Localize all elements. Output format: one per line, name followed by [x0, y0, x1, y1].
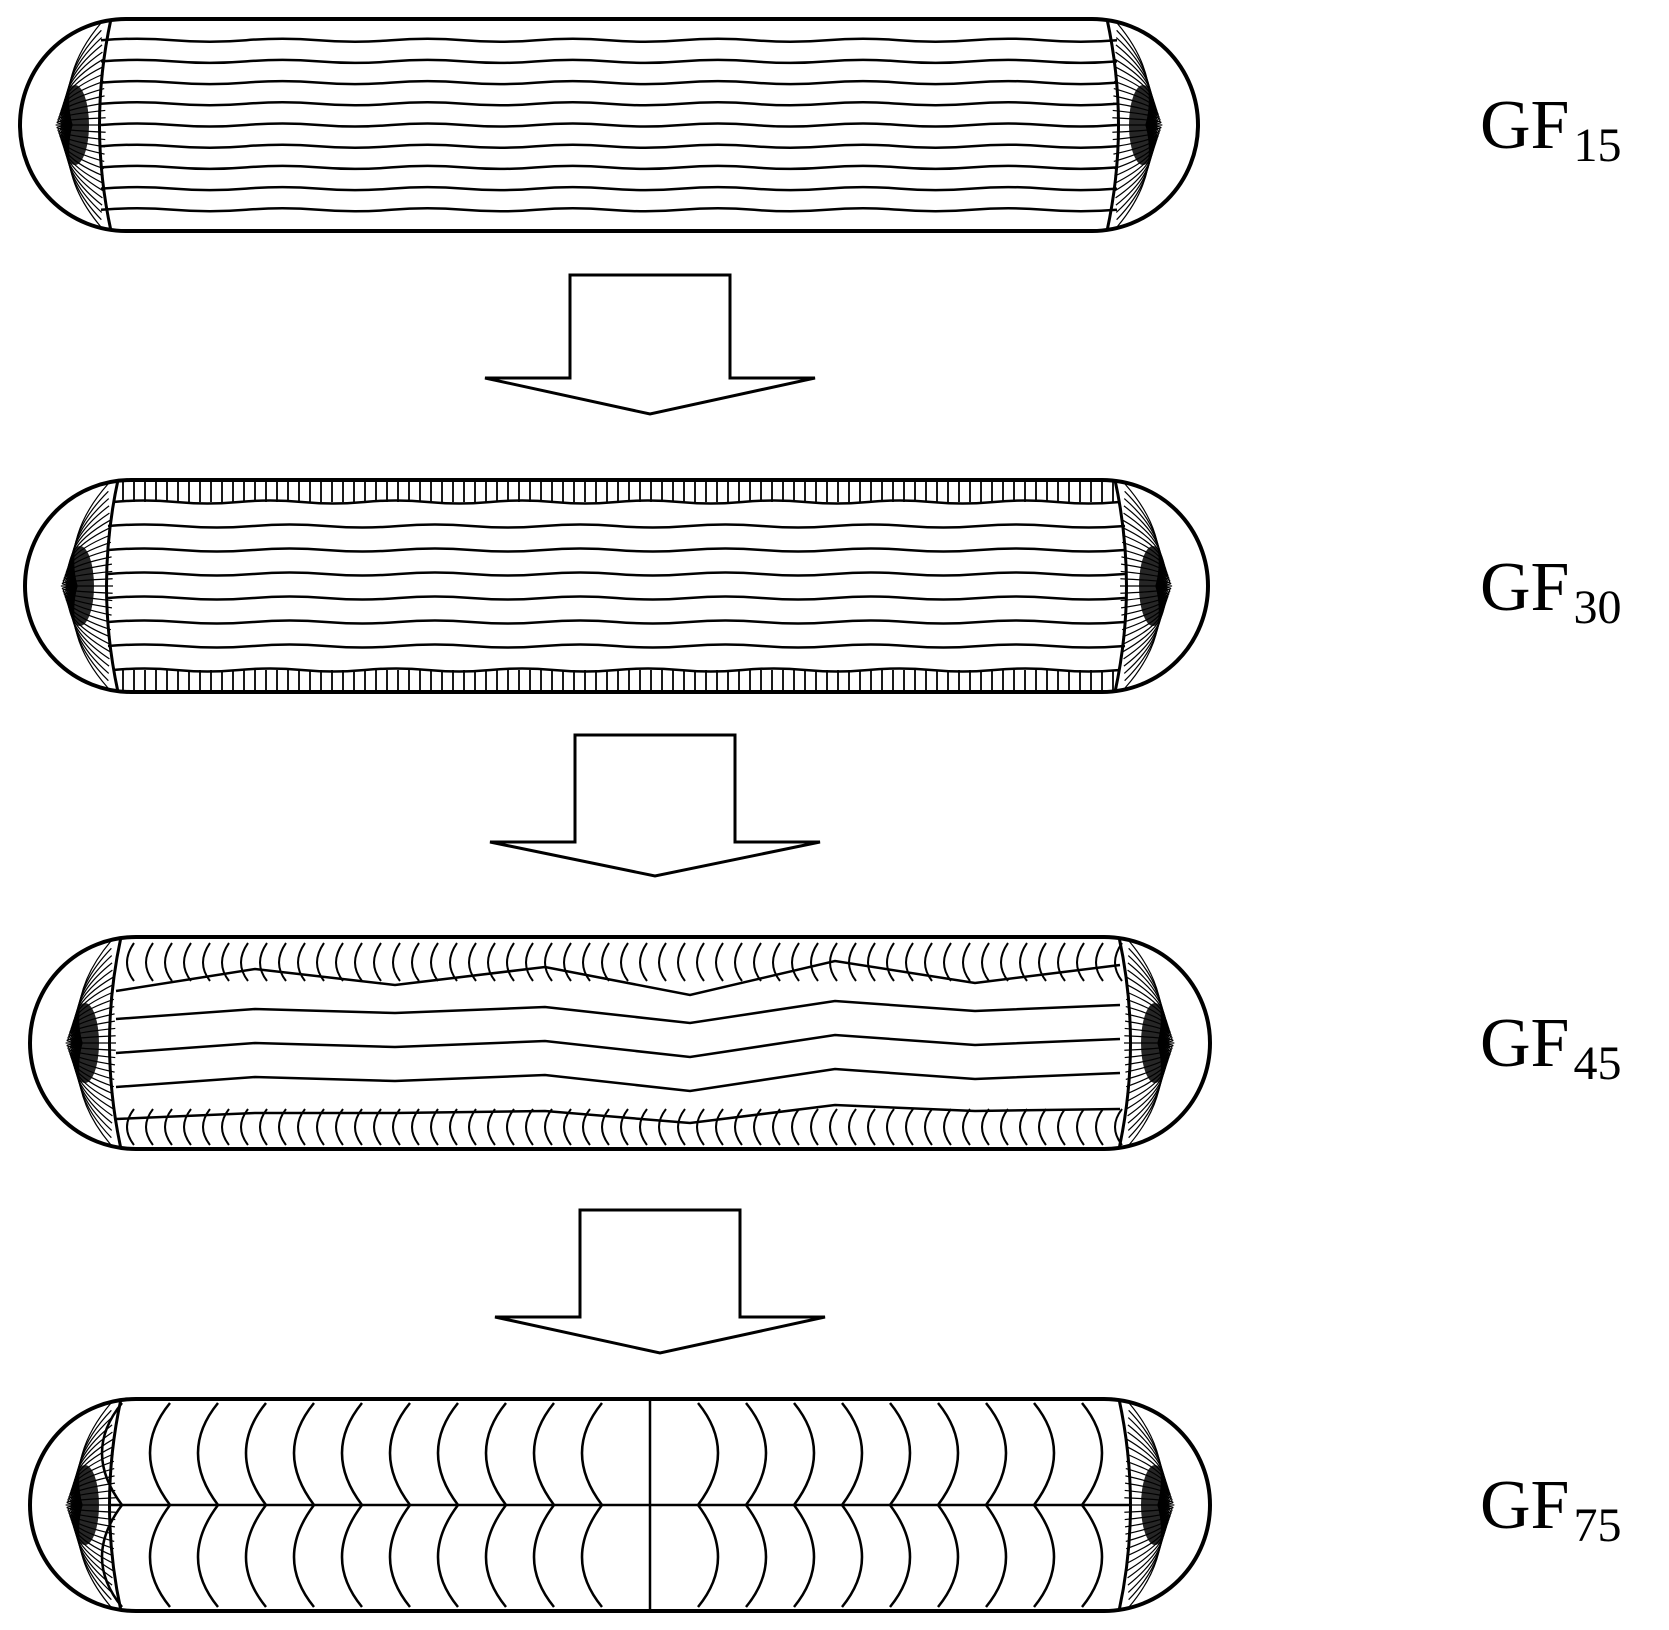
rods-layer — [18, 17, 1212, 1613]
arrows-layer — [484, 273, 826, 1355]
stage-label-2: GF30 — [1480, 549, 1622, 635]
stage-label-3: GF45 — [1480, 1005, 1622, 1091]
stage-label-4: GF75 — [1480, 1467, 1622, 1553]
rod-gf15 — [18, 17, 1200, 233]
down-arrow-2 — [489, 733, 821, 878]
rod-gf45 — [28, 935, 1212, 1151]
rod-gf75 — [28, 1397, 1212, 1613]
rod-gf30 — [23, 478, 1210, 694]
stage-label-1: GF15 — [1480, 87, 1622, 173]
down-arrow-1 — [484, 273, 816, 416]
down-arrow-3 — [494, 1208, 826, 1355]
